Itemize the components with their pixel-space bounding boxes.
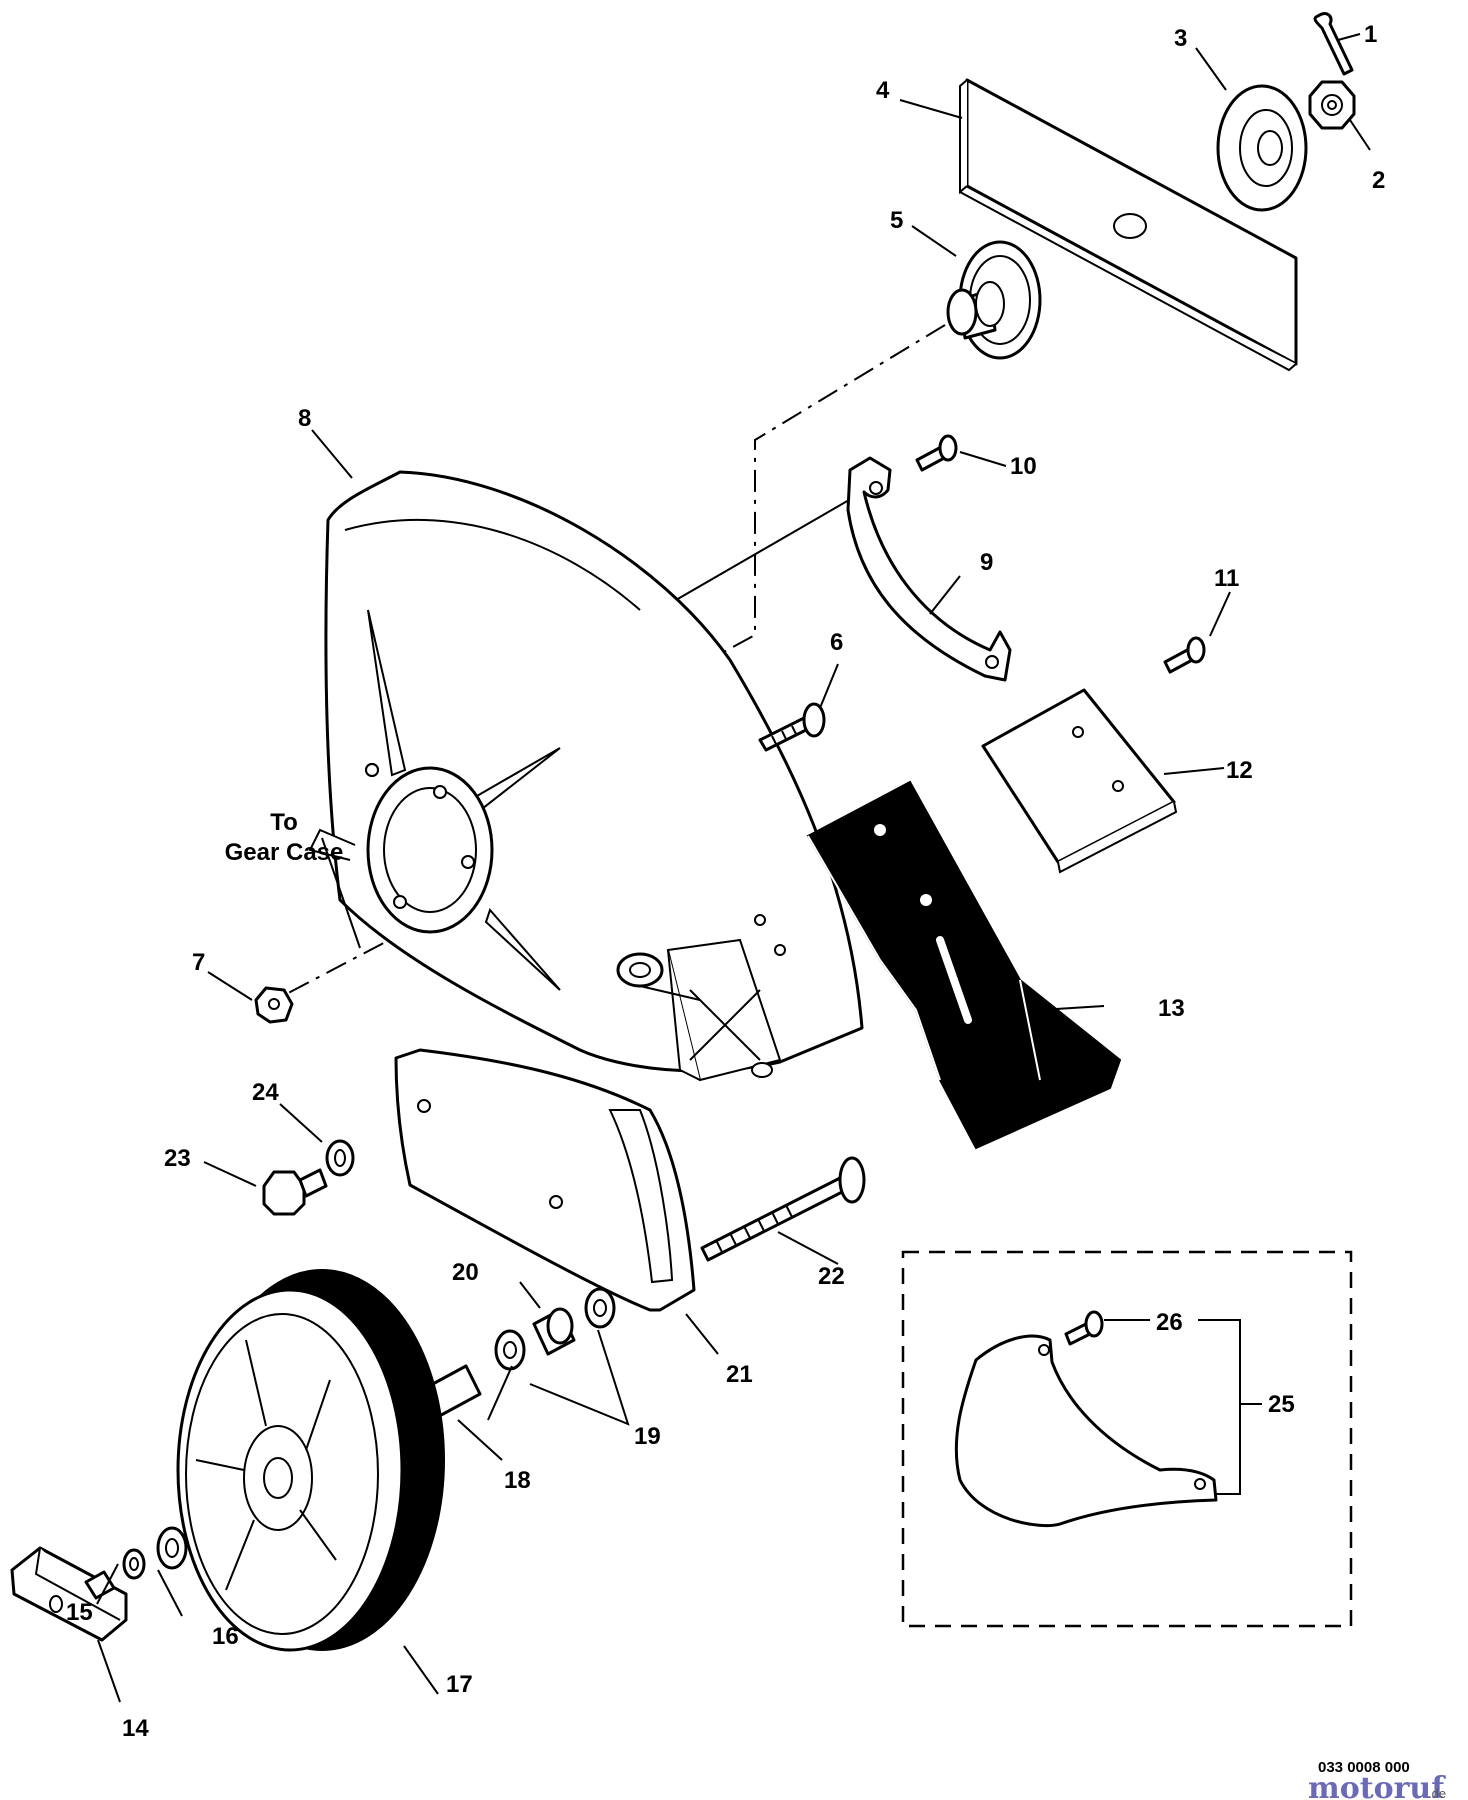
callout-14: 14 [122,1715,149,1742]
guard-bracket [846,456,1012,682]
blade-washer [1216,84,1308,212]
callout-22: 22 [818,1263,845,1290]
cotter-pin [1313,12,1354,76]
callout-10: 10 [1010,453,1037,480]
callout-3: 3 [1174,25,1187,52]
callout-1: 1 [1364,21,1377,48]
callout-5: 5 [890,207,903,234]
gear-case-label-line1: To [270,809,298,836]
callout-4: 4 [876,77,890,104]
callout-26: 26 [1156,1309,1183,1336]
shield-plate [806,780,1122,1150]
optional-kit-box [901,1250,1353,1628]
callout-7: 7 [192,949,205,976]
watermark-name: motoruf [1308,1771,1446,1800]
callout-20: 20 [452,1259,479,1286]
callout-18: 18 [504,1467,531,1494]
callout-2: 2 [1372,167,1385,194]
guard-plate [981,688,1178,874]
callout-16: 16 [212,1623,239,1650]
gear-case-label-line2: Gear Case [225,839,344,866]
callout-13: 13 [1158,995,1185,1022]
drawing-number: 033 0008 000 [1318,1759,1410,1776]
callout-6: 6 [830,629,843,656]
callout-15: 15 [66,1599,93,1626]
carriage-bolt [700,1156,866,1262]
callout-9: 9 [980,549,993,576]
blade-adapter [946,240,1042,360]
spacer-20 [532,1307,576,1356]
t-knob [10,1546,128,1642]
callout-12: 12 [1226,757,1253,784]
gear-case-label: To Gear Case [225,809,344,866]
screw-11 [1163,636,1206,674]
lock-washer-15 [122,1548,146,1580]
edger-blade [959,78,1298,372]
blade-guard [308,470,864,1082]
hex-nut-7 [254,986,294,1024]
callout-17: 17 [446,1671,473,1698]
lock-washer-24 [325,1139,355,1177]
washer-19-b [494,1329,526,1371]
callout-8: 8 [298,405,311,432]
castle-nut [1308,80,1356,130]
callout-labels: 1 2 3 4 5 6 7 8 9 10 11 12 13 14 15 16 1… [66,21,1385,1742]
bolt-6 [758,702,826,752]
wheel [176,1269,445,1652]
callout-21: 21 [726,1361,753,1388]
watermark: motoruf .de [1308,1771,1446,1800]
watermark-suffix: .de [1428,1786,1446,1800]
screw-26 [1064,1310,1104,1346]
hex-bolt-23 [262,1168,328,1216]
callout-25: 25 [1268,1391,1295,1418]
screw-10 [915,434,958,472]
leader-lines [96,33,1371,1703]
callout-24: 24 [252,1079,279,1106]
callout-19: 19 [634,1423,661,1450]
deflector-25 [954,1334,1218,1528]
wheel-bracket [394,1048,696,1312]
callout-23: 23 [164,1145,191,1172]
callout-11: 11 [1214,565,1239,592]
washer-16 [156,1526,188,1570]
washer-19-a [584,1287,616,1329]
